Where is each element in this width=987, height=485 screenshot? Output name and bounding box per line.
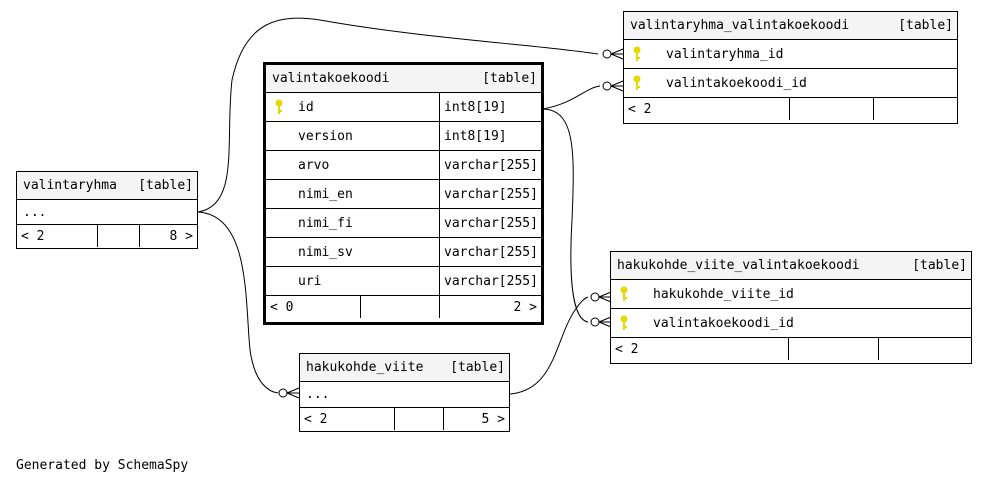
table-valintaryhma-valintakoekoodi[interactable]: valintaryhma_valintakoekoodi [table] val… — [623, 11, 958, 124]
footer-spacer — [98, 225, 140, 247]
column-name: arvo — [298, 157, 330, 173]
table-name: hakukohde_viite — [306, 360, 424, 375]
column-name: id — [298, 99, 314, 115]
child-count[interactable] — [874, 98, 957, 120]
column-row: hakukohde_viite_id — [611, 280, 971, 309]
marker-hvv-2 — [590, 317, 600, 327]
table-name: valintaryhma — [23, 178, 117, 193]
column-row: nimi_fi varchar[255] — [266, 209, 541, 238]
edge-valintaryhma-to-hakukohde-viite — [197, 211, 279, 394]
table-valintakoekoodi[interactable]: valintakoekoodi [table] id int8[19] vers… — [263, 62, 544, 325]
column-name: uri — [298, 273, 322, 289]
table-valintaryhma[interactable]: valintaryhma [table] ... < 2 8 > — [16, 171, 198, 249]
parent-count[interactable]: < 2 — [17, 225, 98, 247]
table-name: hakukohde_viite_valintakoekoodi — [617, 258, 860, 273]
table-footer: < 2 8 > — [17, 225, 197, 247]
column-row: valintaryhma_id — [624, 40, 957, 69]
column-row: version int8[19] — [266, 122, 541, 151]
table-footer: < 2 — [624, 98, 957, 120]
footer-spacer — [361, 296, 440, 318]
footer-spacer — [789, 338, 879, 360]
column-type: varchar[255] — [439, 267, 538, 295]
column-row: id int8[19] — [266, 93, 541, 122]
edge-valintakoekoodi-to-vvk — [542, 85, 601, 110]
table-tag: [table] — [898, 18, 953, 33]
column-type: varchar[255] — [439, 180, 538, 208]
column-row: arvo varchar[255] — [266, 151, 541, 180]
child-count[interactable]: 8 > — [169, 228, 193, 244]
column-row: ... — [17, 200, 197, 225]
column-name: hakukohde_viite_id — [653, 286, 794, 302]
marker-vvk-2 — [602, 81, 612, 91]
parent-count[interactable]: < 2 — [300, 408, 395, 430]
column-name: nimi_en — [298, 186, 353, 202]
table-name: valintakoekoodi — [272, 71, 390, 86]
column-row: nimi_sv varchar[255] — [266, 238, 541, 267]
table-tag: [table] — [912, 258, 967, 273]
column-type: int8[19] — [439, 93, 507, 121]
parent-count[interactable]: < 2 — [611, 338, 789, 360]
column-type: varchar[255] — [439, 209, 538, 237]
child-count[interactable]: 2 > — [513, 299, 537, 315]
column-type: varchar[255] — [439, 238, 538, 266]
table-header: hakukohde_viite_valintakoekoodi [table] — [611, 252, 971, 280]
column-name: valintaryhma_id — [666, 46, 784, 62]
table-footer: < 2 — [611, 338, 971, 360]
column-name: nimi_sv — [298, 244, 353, 260]
parent-count[interactable]: < 2 — [624, 98, 790, 120]
key-icon — [620, 286, 628, 301]
column-name: ... — [23, 204, 47, 220]
column-row: valintakoekoodi_id — [611, 309, 971, 338]
column-name: valintakoekoodi_id — [666, 75, 807, 91]
table-tag: [table] — [450, 360, 505, 375]
column-name: valintakoekoodi_id — [653, 315, 794, 331]
footer-spacer — [395, 408, 444, 430]
parent-count[interactable]: < 0 — [266, 296, 361, 318]
table-footer: < 0 2 > — [266, 296, 541, 318]
column-row: valintakoekoodi_id — [624, 69, 957, 98]
table-header: valintakoekoodi [table] — [266, 65, 541, 93]
marker-hv — [278, 388, 288, 398]
footer-spacer — [790, 98, 874, 120]
column-row: ... — [300, 382, 509, 408]
column-type: int8[19] — [439, 122, 507, 150]
child-count[interactable] — [879, 338, 971, 360]
table-name: valintaryhma_valintakoekoodi — [630, 18, 850, 33]
marker-vvk-1 — [602, 49, 612, 59]
edge-valintaryhma-to-vvk — [197, 17, 599, 213]
marker-hvv-1 — [590, 292, 600, 302]
table-header: valintaryhma [table] — [17, 172, 197, 200]
column-name: version — [298, 128, 353, 144]
table-tag: [table] — [482, 71, 537, 86]
key-icon — [275, 99, 283, 114]
edge-hakukohde-viite-to-hvv — [509, 296, 589, 395]
table-hakukohde-viite-valintakoekoodi[interactable]: hakukohde_viite_valintakoekoodi [table] … — [610, 251, 972, 364]
column-name: ... — [306, 387, 330, 402]
column-type: varchar[255] — [439, 151, 538, 179]
column-row: uri varchar[255] — [266, 267, 541, 296]
table-footer: < 2 5 > — [300, 408, 509, 430]
column-row: nimi_en varchar[255] — [266, 180, 541, 209]
key-icon — [620, 315, 628, 330]
key-icon — [633, 46, 641, 61]
key-icon — [633, 75, 641, 90]
table-header: hakukohde_viite [table] — [300, 354, 509, 382]
child-count[interactable]: 5 > — [481, 411, 505, 427]
column-name: nimi_fi — [298, 215, 353, 231]
table-hakukohde-viite[interactable]: hakukohde_viite [table] ... < 2 5 > — [299, 353, 510, 432]
edge-valintakoekoodi-to-hvv — [542, 108, 589, 323]
table-header: valintaryhma_valintakoekoodi [table] — [624, 12, 957, 40]
table-tag: [table] — [138, 178, 193, 193]
generated-by-note: Generated by SchemaSpy — [16, 458, 189, 473]
